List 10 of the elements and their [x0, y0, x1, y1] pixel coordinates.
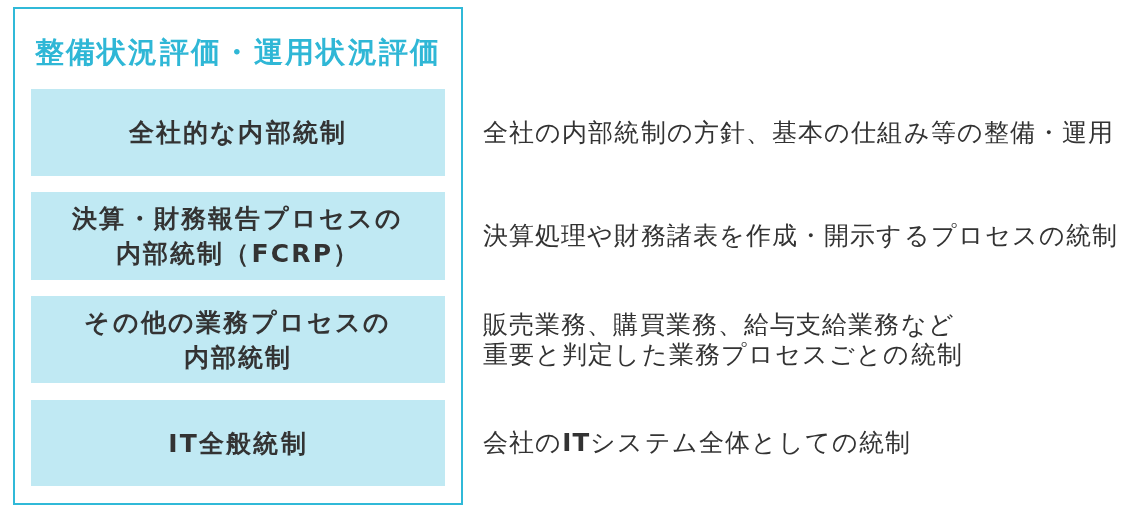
category-box: その他の業務プロセスの内部統制	[31, 296, 445, 383]
category-box: 全社的な内部統制	[31, 89, 445, 176]
panel-frame	[13, 7, 463, 505]
category-box: IT全般統制	[31, 400, 445, 486]
description-text: 会社のITシステム全体としての統制	[483, 428, 912, 458]
category-box: 決算・財務報告プロセスの内部統制（FCRP）	[31, 192, 445, 280]
panel-title: 整備状況評価・運用状況評価	[34, 34, 442, 71]
description-text: 販売業務、購買業務、給与支給業務など重要と判定した業務プロセスごとの統制	[483, 309, 964, 370]
description-text: 全社の内部統制の方針、基本の仕組み等の整備・運用	[483, 117, 1115, 148]
description-text: 決算処理や財務諸表を作成・開示するプロセスの統制	[483, 221, 1119, 251]
